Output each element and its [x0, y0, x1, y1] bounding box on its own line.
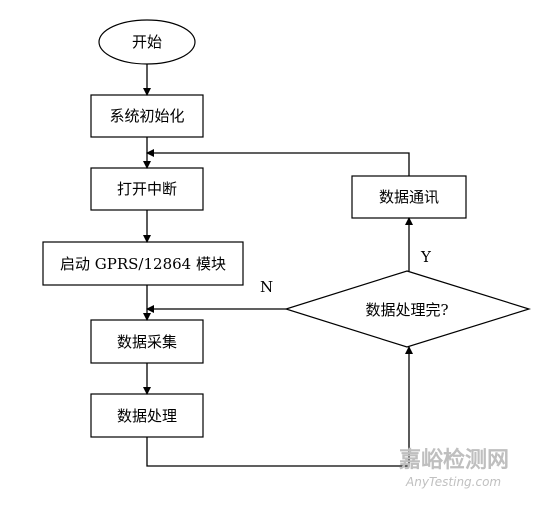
init-node [90, 94, 204, 138]
collect-label: 数据采集 [117, 333, 177, 351]
watermark-brand: 嘉峪检测网 [399, 447, 509, 473]
no-label: N [260, 278, 273, 296]
start-gprs-node [42, 241, 244, 286]
open-interrupt-label: 打开中断 [117, 180, 177, 198]
process-label: 数据处理 [117, 407, 177, 425]
communicate-label: 数据通讯 [379, 188, 439, 206]
yes-label: Y [420, 248, 432, 266]
start-label: 开始 [132, 33, 162, 51]
init-label: 系统初始化 [109, 107, 184, 125]
watermark-url: AnyTesting.com [405, 475, 501, 489]
edge-communicate-loop [146, 149, 410, 176]
decision-label: 数据处理完? [365, 301, 448, 319]
edge-process-to-decision [146, 346, 413, 467]
start-gprs-label: 启动 GPRS/12864 模块 [60, 255, 226, 273]
